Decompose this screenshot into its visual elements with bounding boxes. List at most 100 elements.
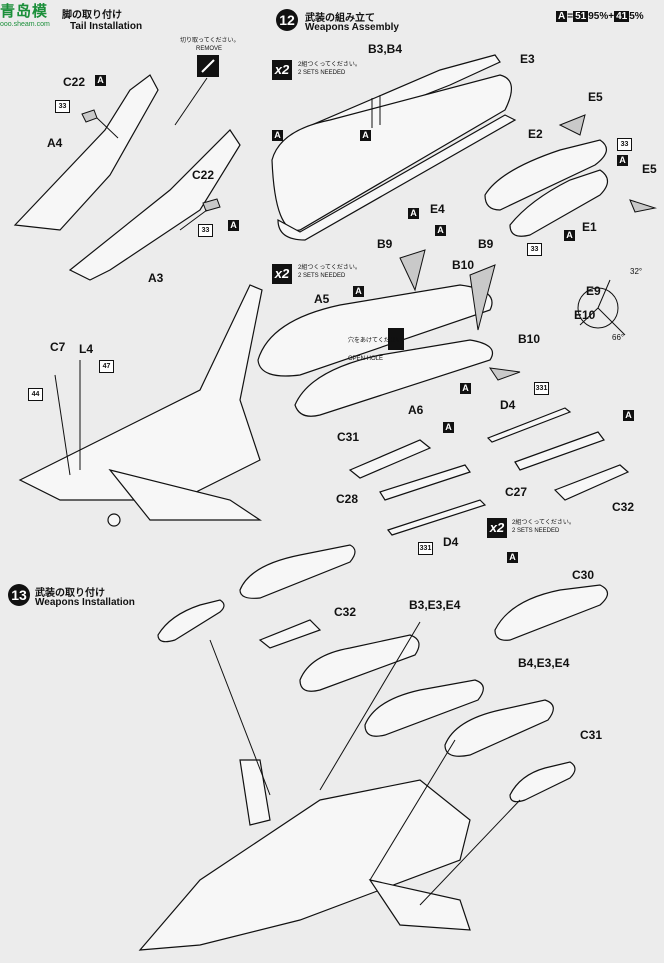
- weapons-installation-drawing: [138, 544, 576, 951]
- step11-title-en: Tail Installation: [70, 21, 143, 32]
- label-e10: E10: [574, 308, 596, 322]
- watermark-logo: 青岛模 ooo.sheam.com: [0, 0, 72, 40]
- part-a6: [294, 339, 494, 417]
- paint-box-a-c31: A: [443, 422, 454, 433]
- part-a3: [68, 129, 241, 281]
- paint-box-a-c27: A: [623, 410, 634, 421]
- paint-box-a1: A: [95, 75, 106, 86]
- label-d4-a: D4: [500, 398, 516, 412]
- missile-d4-b: [486, 407, 572, 443]
- part-c28: [379, 464, 471, 501]
- bomb-c31: [444, 699, 554, 757]
- paint-box-a-e1: A: [564, 230, 575, 241]
- label-b3-e3-e4: B3,E3,E4: [409, 598, 461, 612]
- paint-box-a2: A: [228, 220, 239, 231]
- label-c22-b: C22: [192, 168, 215, 182]
- remove-note-jp: 切り取ってください。: [180, 38, 240, 44]
- x2-badge-2: x2: [272, 264, 292, 284]
- remove-note-en: REMOVE: [196, 46, 223, 52]
- step13-number: 13: [8, 584, 30, 606]
- label-a5: A5: [314, 292, 330, 306]
- label-c32-install: C32: [334, 605, 357, 619]
- label-a4: A4: [47, 136, 63, 150]
- open-hole-en: OPEN HOLE: [348, 356, 384, 362]
- label-c27: C27: [505, 485, 528, 499]
- paint-box-33a: 33: [55, 100, 70, 113]
- label-b10-a: B10: [452, 258, 475, 272]
- paint-box-a-b9: A: [435, 225, 446, 236]
- label-angle-66: 66°: [612, 333, 625, 342]
- label-angle-32: 32°: [630, 267, 643, 276]
- label-c30: C30: [572, 568, 595, 582]
- part-e5-b: [629, 199, 657, 213]
- label-l4: L4: [79, 342, 94, 356]
- step12-title-en: Weapons Assembly: [305, 22, 399, 33]
- missile-d4-a: [386, 499, 487, 536]
- label-e3: E3: [520, 52, 535, 66]
- sets-note-jp-1: 2組つくってください。: [298, 62, 361, 68]
- watermark-url: ooo.sheam.com: [0, 21, 50, 28]
- paint-box-a-e4: A: [408, 208, 419, 219]
- label-d4-b: D4: [443, 535, 459, 549]
- part-b9-a: [399, 249, 426, 292]
- step12-number: 12: [276, 9, 298, 31]
- fuel-tank-drawing: [271, 54, 517, 241]
- paint-pct-2: 5%: [629, 11, 644, 22]
- part-c27: [514, 431, 605, 471]
- paint-code-41: 41: [614, 11, 630, 22]
- label-b10-b: B10: [518, 332, 541, 346]
- aircraft-wheel: [107, 513, 121, 527]
- label-e2: E2: [528, 127, 543, 141]
- label-e9: E9: [586, 284, 601, 298]
- x2-badge-1: x2: [272, 60, 292, 80]
- aircraft-tail: [18, 284, 263, 501]
- angle-diagram: [577, 279, 626, 336]
- paint-plus: +: [608, 11, 615, 22]
- sets-note-en-3: 2 SETS NEEDED: [512, 528, 560, 534]
- part-b10: [488, 367, 521, 381]
- missile-rail-drawing: [348, 407, 630, 641]
- bomb-upper: [239, 544, 356, 599]
- paint-box-33-e1: 33: [527, 243, 542, 256]
- part-b9-b: [469, 264, 496, 331]
- label-c31: C31: [337, 430, 360, 444]
- tank-b4e3e4: [364, 679, 484, 737]
- aircraft-stabilizer: [108, 468, 262, 521]
- paint-box-33-pod: 33: [617, 138, 632, 151]
- label-c32: C32: [612, 500, 635, 514]
- label-b9-b: B9: [478, 237, 494, 251]
- sets-note-jp-3: 2組つくってください。: [512, 520, 575, 526]
- part-e5-a: [558, 114, 586, 136]
- sets-note-en-1: 2 SETS NEEDED: [298, 70, 346, 76]
- watermark-text: 青岛模: [0, 3, 49, 20]
- paint-eq: =: [567, 11, 574, 22]
- part-c31: [348, 439, 432, 479]
- label-c22-a: C22: [63, 75, 86, 89]
- label-e1: E1: [582, 220, 597, 234]
- aircraft-vertical-tail: [239, 759, 271, 826]
- part-e4: [277, 114, 517, 241]
- remove-icon-mark: [201, 59, 215, 73]
- part-e2: [484, 139, 607, 211]
- label-c7: C7: [50, 340, 66, 354]
- label-a6: A6: [408, 403, 424, 417]
- part-c30: [494, 584, 609, 641]
- paint-box-a-c30: A: [507, 552, 518, 563]
- step13-title-en: Weapons Installation: [35, 597, 135, 608]
- label-c28: C28: [336, 492, 359, 506]
- step11-title-jp: 脚の取り付け: [62, 10, 122, 21]
- part-e3: [271, 74, 512, 231]
- missile-pod-drawing: [484, 114, 657, 237]
- sets-note-jp-2: 2組つくってください。: [298, 265, 361, 271]
- label-b9-a: B9: [377, 237, 393, 251]
- paint-box-33b: 33: [198, 224, 213, 237]
- angle-circle: [577, 287, 619, 329]
- paint-box-a-pod: A: [617, 155, 628, 166]
- open-hole-icon: [388, 328, 404, 350]
- step13-title-jp: 武装の取り付け: [35, 588, 105, 599]
- x2-badge-3: x2: [487, 518, 507, 538]
- label-e5-a: E5: [588, 90, 603, 104]
- tank-b3e3e4: [299, 634, 420, 692]
